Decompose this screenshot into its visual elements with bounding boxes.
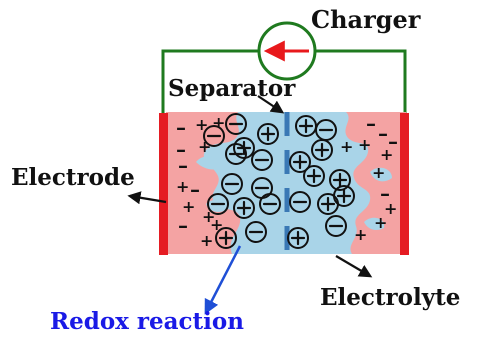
anion-icon <box>207 193 229 215</box>
svg-text:+: + <box>182 197 195 216</box>
left-electrode-pore <box>206 199 227 212</box>
cation-icon <box>215 227 237 249</box>
cation-icon <box>311 139 333 161</box>
redox-arrow <box>204 245 242 315</box>
svg-text:–: – <box>178 213 188 237</box>
cell: – + + – + – + – + – + + + – – + + + – + … <box>159 111 409 256</box>
anion-icon <box>259 193 281 215</box>
electrolyte-arrow <box>335 255 373 278</box>
anion-icon <box>325 215 347 237</box>
svg-text:–: – <box>176 137 186 161</box>
anion-icon <box>251 149 273 171</box>
circuit-wire <box>161 49 407 115</box>
redox-reaction-label: Redox reaction <box>50 308 244 335</box>
anion-icon <box>203 125 225 147</box>
right-electrode-pore <box>364 217 385 230</box>
left-electrode-material <box>166 112 241 254</box>
charger-label: Charger <box>311 5 421 34</box>
svg-text:+: + <box>374 213 387 232</box>
cation-icon <box>287 227 309 249</box>
cation-icon <box>257 123 279 145</box>
right-electrode-charges: – – + + + – + – + + + <box>340 111 398 244</box>
cation-icon <box>289 151 311 173</box>
svg-text:+: + <box>340 137 353 156</box>
svg-text:+: + <box>354 225 367 244</box>
left-electrode-charges: – + + – + – + – + – + + + <box>176 113 225 250</box>
right-electrode-material <box>345 112 406 254</box>
svg-text:+: + <box>200 231 213 250</box>
svg-text:+: + <box>195 115 208 134</box>
svg-text:+: + <box>384 199 397 218</box>
cation-icon <box>329 169 351 191</box>
svg-text:+: + <box>358 135 371 154</box>
right-current-collector <box>400 113 409 255</box>
svg-text:–: – <box>178 153 188 177</box>
cation-icon <box>233 197 255 219</box>
cation-icon <box>303 165 325 187</box>
svg-text:–: – <box>176 115 186 139</box>
svg-text:+: + <box>198 137 211 156</box>
electrolyte-ions <box>203 113 355 249</box>
svg-text:+: + <box>372 163 385 182</box>
svg-text:–: – <box>378 121 388 145</box>
svg-text:–: – <box>380 181 390 205</box>
svg-text:–: – <box>190 177 200 201</box>
electrolyte-label: Electrolyte <box>320 284 460 311</box>
svg-text:–: – <box>388 129 398 153</box>
separator-label: Separator <box>168 75 296 102</box>
anion-icon <box>221 173 243 195</box>
left-current-collector <box>159 113 168 255</box>
electrode-label: Electrode <box>11 164 135 191</box>
anion-icon <box>245 221 267 243</box>
right-electrode-pore <box>370 167 392 182</box>
svg-text:–: – <box>366 111 376 135</box>
svg-text:+: + <box>212 113 225 132</box>
anion-icon <box>225 143 247 165</box>
anion-icon <box>315 119 337 141</box>
cation-icon <box>295 115 317 137</box>
electrode-arrow <box>127 191 167 205</box>
anion-icon <box>289 191 311 213</box>
left-electrode-pore <box>196 156 222 170</box>
anion-icon <box>225 113 247 135</box>
svg-text:+: + <box>176 177 189 196</box>
svg-text:+: + <box>380 145 393 164</box>
separator-arrow <box>257 95 285 114</box>
cation-icon <box>317 193 339 215</box>
